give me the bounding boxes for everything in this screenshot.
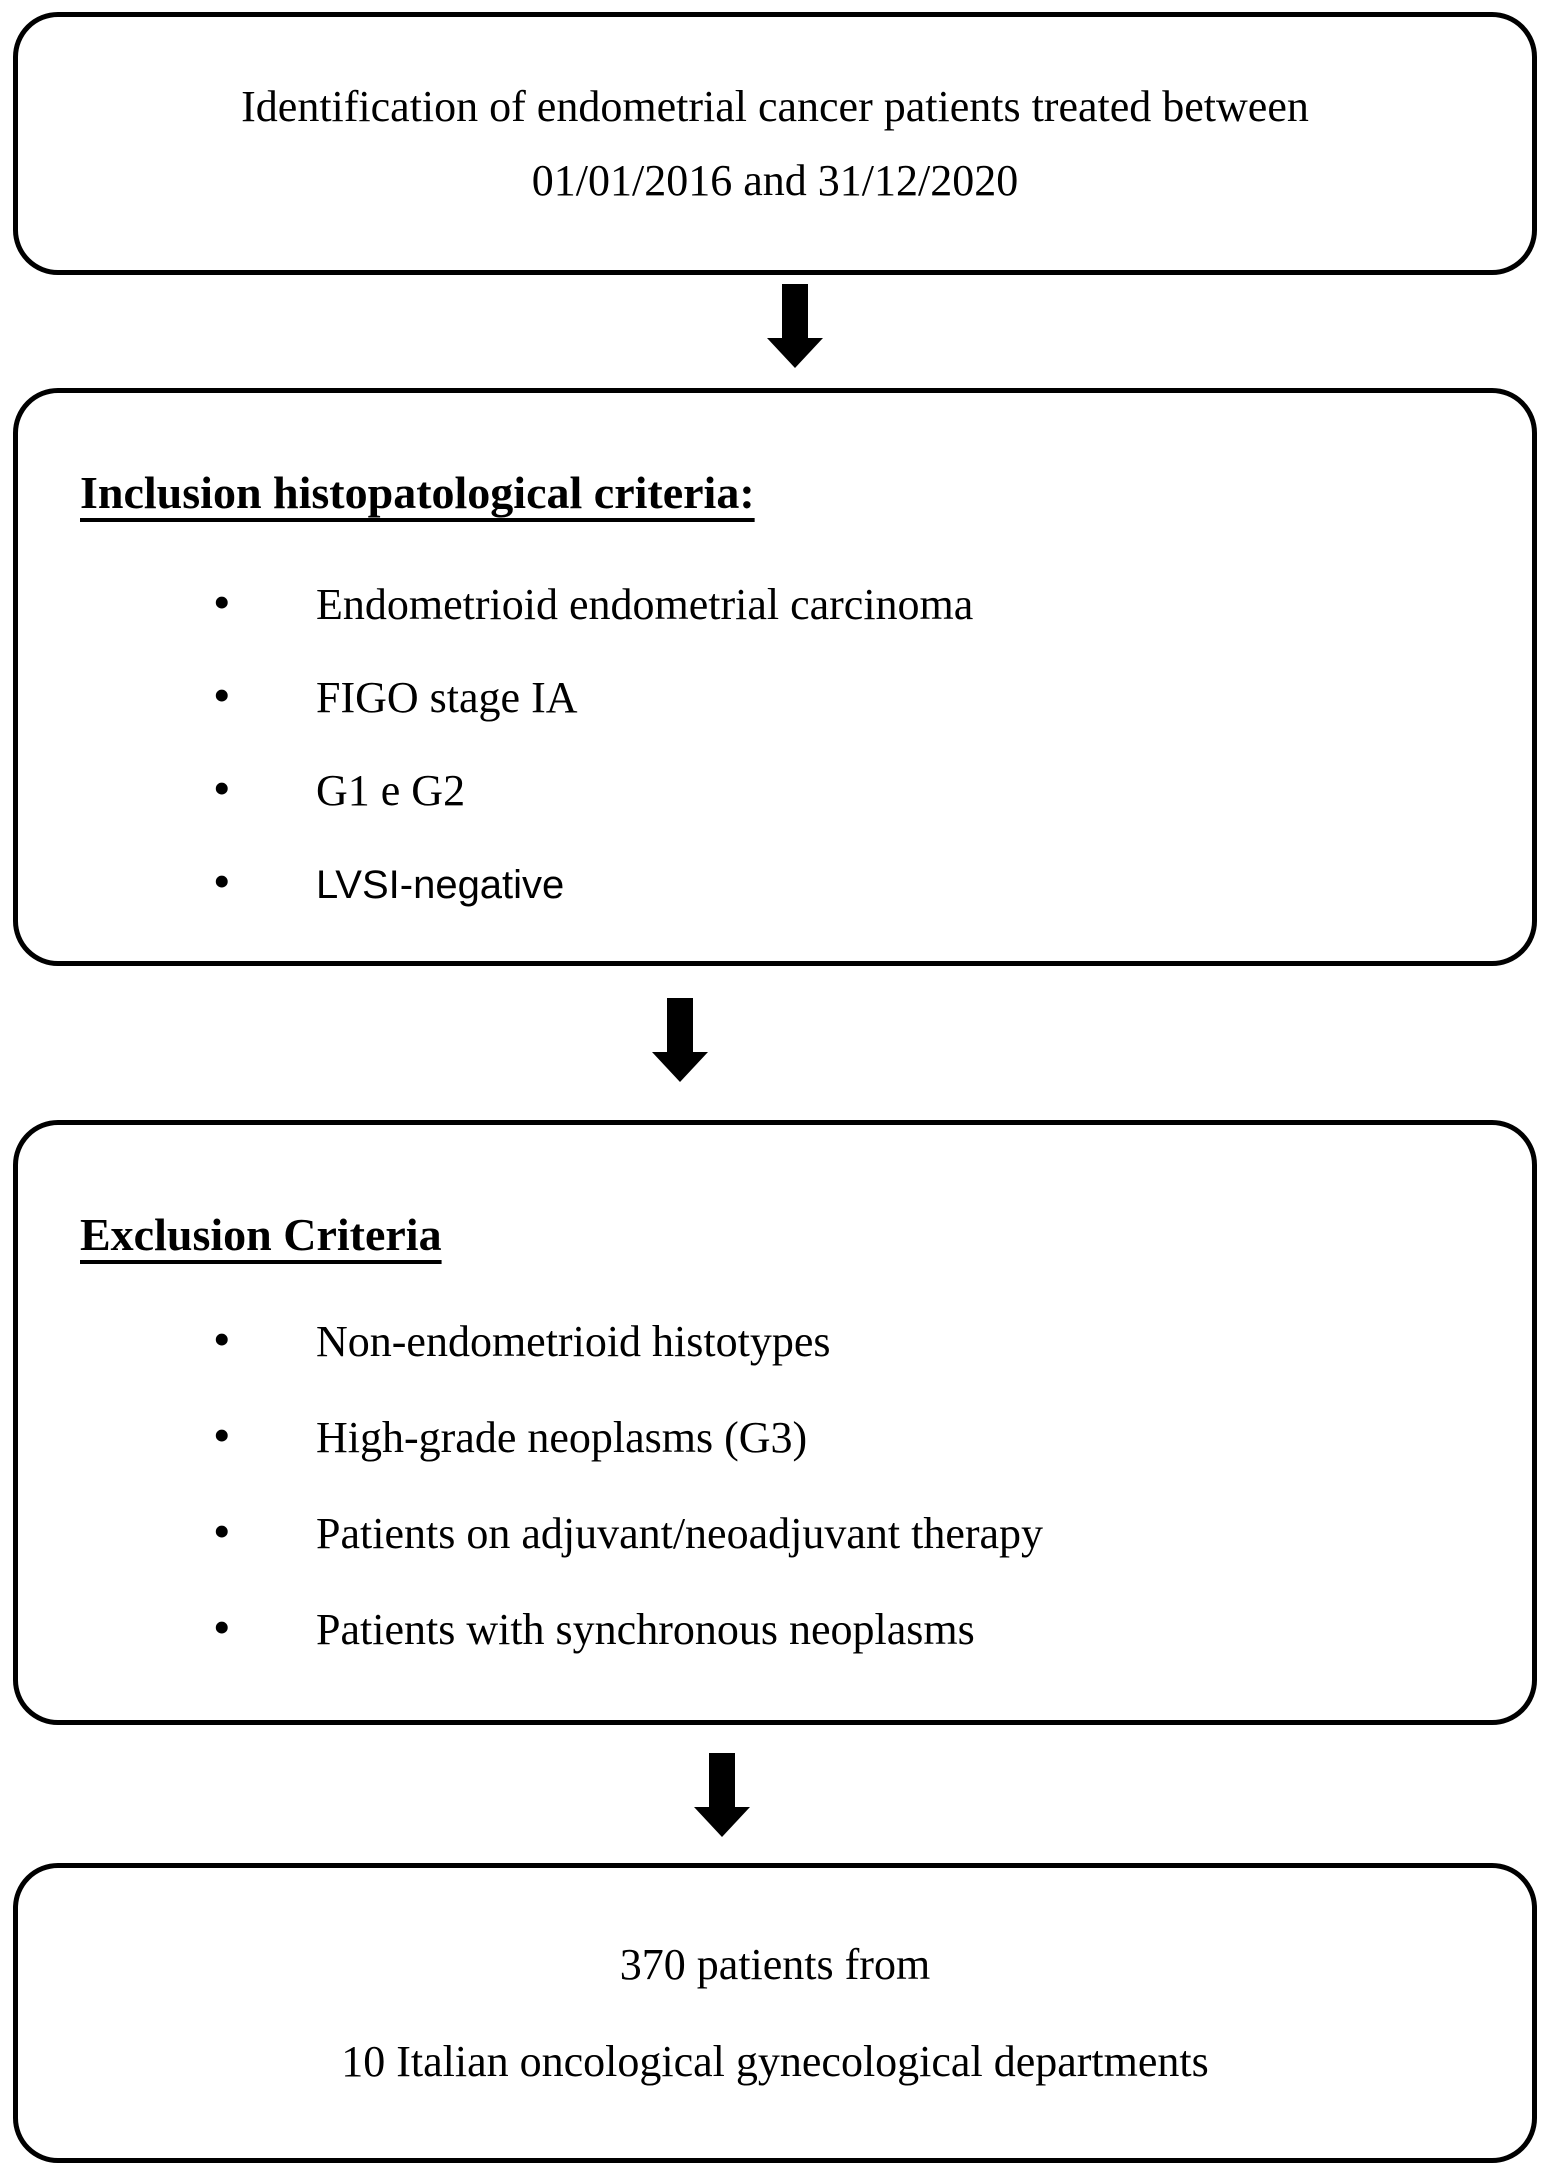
result-line-2: 10 Italian oncological gynecological dep… (341, 2036, 1209, 2086)
inclusion-item-2-text: FIGO stage IA (316, 673, 578, 722)
inclusion-item-3: • G1 e G2 (80, 761, 1492, 815)
arrow-head (694, 1807, 750, 1837)
arrow-stem (667, 998, 693, 1052)
bullet-icon: • (213, 1407, 231, 1463)
arrow-stem (709, 1753, 735, 1807)
box-result: 370 patients from 10 Italian oncological… (13, 1863, 1537, 2163)
exclusion-item-1: • Non-endometrioid histotypes (80, 1312, 1492, 1366)
exclusion-item-3: • Patients on adjuvant/neoadjuvant thera… (80, 1504, 1492, 1558)
bullet-icon: • (213, 853, 231, 909)
box-identification: Identification of endometrial cancer pat… (13, 12, 1537, 275)
result-line-1: 370 patients from (619, 1939, 931, 1989)
identification-line-2: 01/01/2016 and 31/12/2020 (531, 155, 1019, 205)
bullet-icon: • (213, 574, 231, 630)
inclusion-item-1-text: Endometrioid endometrial carcinoma (316, 580, 974, 629)
box-exclusion-criteria: Exclusion Criteria • Non-endometrioid hi… (13, 1120, 1537, 1725)
exclusion-item-4: • Patients with synchronous neoplasms (80, 1600, 1492, 1654)
box-inclusion-criteria: Inclusion histopatological criteria: • E… (13, 388, 1537, 966)
exclusion-item-2: • High-grade neoplasms (G3) (80, 1408, 1492, 1462)
inclusion-item-1: • Endometrioid endometrial carcinoma (80, 575, 1492, 629)
inclusion-heading: Inclusion histopatological criteria: (80, 467, 755, 518)
bullet-icon: • (213, 1311, 231, 1367)
down-arrow-icon (652, 998, 708, 1082)
bullet-icon: • (213, 1503, 231, 1559)
inclusion-list: • Endometrioid endometrial carcinoma • F… (80, 575, 1492, 908)
inclusion-item-2: • FIGO stage IA (80, 668, 1492, 722)
down-arrow-icon (767, 284, 823, 368)
arrow-stem (782, 284, 808, 338)
exclusion-item-1-text: Non-endometrioid histotypes (316, 1317, 831, 1366)
exclusion-list: • Non-endometrioid histotypes • High-gra… (80, 1312, 1492, 1654)
exclusion-item-4-text: Patients with synchronous neoplasms (316, 1605, 975, 1654)
arrow-head (767, 338, 823, 368)
inclusion-item-4: • LVSI-negative (80, 854, 1492, 908)
bullet-icon: • (213, 1599, 231, 1655)
inclusion-item-4-text: LVSI-negative (316, 863, 565, 907)
exclusion-heading: Exclusion Criteria (80, 1209, 442, 1260)
inclusion-item-3-text: G1 e G2 (316, 766, 466, 815)
exclusion-item-3-text: Patients on adjuvant/neoadjuvant therapy (316, 1509, 1044, 1558)
down-arrow-icon (694, 1753, 750, 1837)
identification-line-1: Identification of endometrial cancer pat… (241, 81, 1309, 131)
bullet-icon: • (213, 667, 231, 723)
exclusion-item-2-text: High-grade neoplasms (G3) (316, 1413, 808, 1462)
bullet-icon: • (213, 760, 231, 816)
arrow-head (652, 1052, 708, 1082)
